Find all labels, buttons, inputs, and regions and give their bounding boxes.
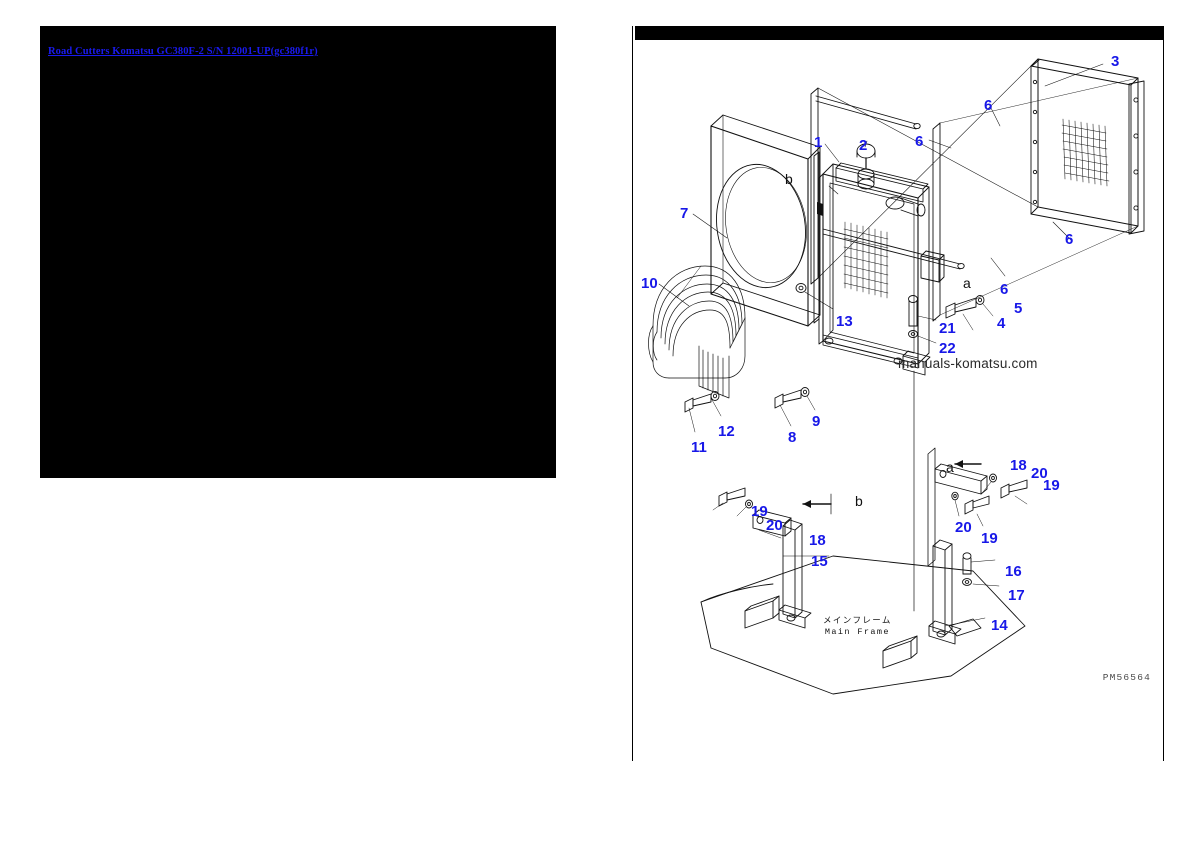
- callout-8: 8: [788, 429, 797, 446]
- preview-panel: Road Cutters Komatsu GC380F-2 S/N 12001-…: [40, 26, 556, 478]
- callout-1: 1: [814, 134, 823, 151]
- callout-9: 9: [812, 413, 821, 430]
- main-frame-plate: [700, 555, 1026, 695]
- fasteners-16-17: [962, 552, 1000, 587]
- fasteners-21-22: [908, 295, 937, 344]
- part-13-grommet: [795, 283, 834, 310]
- part-14-right-bracket: [927, 447, 988, 645]
- exploded-parts-drawing: [648, 58, 1145, 695]
- callout-21: 21: [939, 320, 956, 337]
- diagram-frame: 1 2 3 4 5 6 6 6 6 7 8 9 10 11 12 13 14 1…: [632, 26, 1164, 761]
- callout-6d: 6: [1000, 281, 1009, 298]
- parts-diagram-panel: 1 2 3 4 5 6 6 6 6 7 8 9 10 11 12 13 14 1…: [632, 26, 1164, 761]
- part-7-fan-shroud: [710, 114, 821, 327]
- callout-20b: 20: [1031, 465, 1048, 482]
- callout-20a: 20: [766, 517, 783, 534]
- callout-4: 4: [997, 315, 1006, 332]
- callout-18b: 18: [1010, 457, 1027, 474]
- callout-13: 13: [836, 313, 853, 330]
- part-2-radiator-cap: [856, 143, 876, 190]
- callout-12: 12: [718, 423, 735, 440]
- sheet-code: PM56564: [1102, 672, 1151, 683]
- fasteners-shroud: [684, 387, 816, 433]
- main-frame-label-jp: メインフレーム: [823, 616, 892, 626]
- callout-19a: 19: [751, 503, 768, 520]
- callout-11: 11: [691, 439, 707, 456]
- letter-callout-b-top: b: [785, 171, 793, 187]
- leader-lines: [658, 63, 1104, 307]
- callout-19b: 19: [1043, 477, 1060, 494]
- part-3-rear-panel: [1030, 58, 1145, 235]
- main-frame-label-en: Main Frame: [824, 626, 890, 637]
- callout-5: 5: [1014, 300, 1023, 317]
- catalog-link[interactable]: Road Cutters Komatsu GC380F-2 S/N 12001-…: [48, 46, 318, 57]
- callout-14: 14: [991, 617, 1008, 634]
- part-1-radiator: [817, 143, 945, 376]
- letter-callout-a-mid: a: [963, 275, 971, 291]
- part-15-left-bracket: [752, 493, 832, 629]
- fasteners-radiator: [945, 295, 994, 331]
- letter-callout-a-bottom: a: [946, 459, 954, 475]
- part-10-fan-guard: [648, 265, 746, 399]
- part-6-stays: [810, 58, 1139, 322]
- fasteners-19-20-left: [712, 487, 753, 517]
- callout-6a: 6: [984, 97, 993, 114]
- callout-16: 16: [1005, 563, 1022, 580]
- callout-20c: 20: [955, 519, 972, 536]
- watermark: manuals-komatsu.com: [898, 356, 1038, 371]
- callout-7: 7: [680, 205, 689, 222]
- callout-22: 22: [939, 340, 956, 357]
- callout-6b: 6: [915, 133, 924, 150]
- callout-10: 10: [641, 275, 658, 292]
- letter-callout-b-bottom: b: [855, 493, 863, 509]
- callout-15: 15: [811, 553, 828, 570]
- callout-19c: 19: [981, 530, 998, 547]
- header-bar: [634, 26, 1163, 40]
- fasteners-19-20-right: [951, 473, 1028, 527]
- callout-6c: 6: [1065, 231, 1074, 248]
- callout-17: 17: [1008, 587, 1025, 604]
- callout-3: 3: [1111, 53, 1120, 70]
- callout-2: 2: [859, 137, 868, 154]
- main-frame-label: メインフレーム Main Frame: [823, 616, 892, 637]
- callout-18a: 18: [809, 532, 826, 549]
